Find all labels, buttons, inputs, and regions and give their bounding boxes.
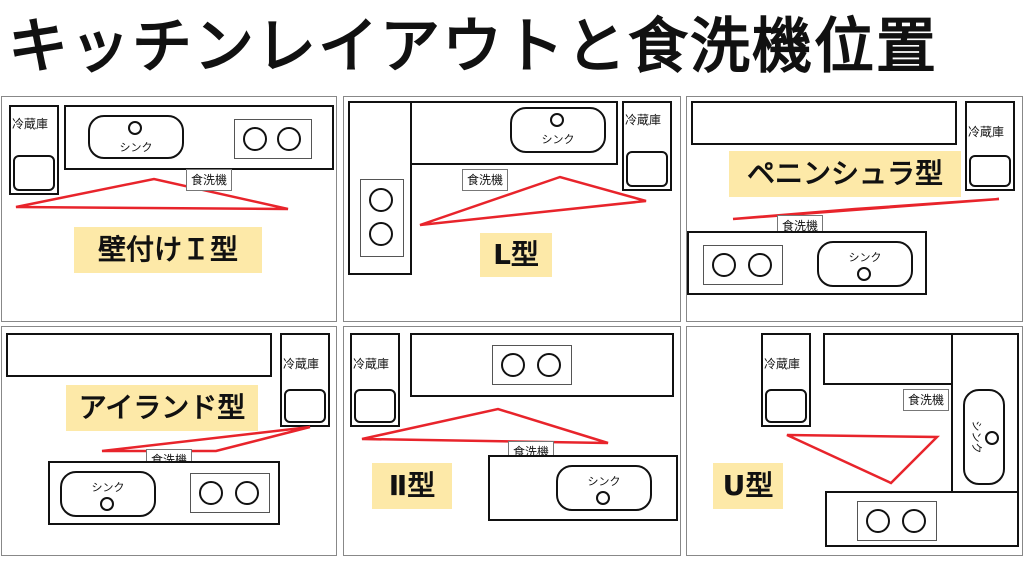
panel-l-layout: シンク 冷蔵庫 食洗機 L型 bbox=[343, 96, 681, 322]
work-triangle bbox=[786, 433, 940, 485]
fridge-drawer bbox=[13, 155, 55, 191]
counter bbox=[691, 101, 957, 145]
panel-wall-i-layout: 冷蔵庫 シンク 食洗機 壁付けＩ型 bbox=[1, 96, 337, 322]
burner bbox=[501, 353, 525, 377]
fridge-label: 冷蔵庫 bbox=[12, 117, 49, 131]
layout-name-tag: Ⅱ型 bbox=[372, 463, 452, 509]
work-triangle bbox=[361, 407, 609, 445]
fridge-label: 冷蔵庫 bbox=[968, 125, 1005, 139]
layout-name-tag: アイランド型 bbox=[66, 385, 258, 431]
fridge-drawer bbox=[969, 155, 1011, 187]
burner bbox=[866, 509, 890, 533]
sink: シンク bbox=[556, 465, 652, 511]
counter: シンク bbox=[64, 105, 334, 170]
layout-name-tag: L型 bbox=[480, 233, 552, 277]
sink: シンク bbox=[963, 389, 1005, 485]
sink-drain bbox=[857, 267, 871, 281]
sink-label: シンク bbox=[587, 475, 621, 488]
fridge-label: 冷蔵庫 bbox=[625, 113, 662, 127]
stove bbox=[492, 345, 572, 385]
burner bbox=[235, 481, 259, 505]
burner bbox=[277, 127, 301, 151]
fridge: 冷蔵庫 bbox=[350, 333, 400, 427]
sink-label: シンク bbox=[541, 133, 575, 146]
burner bbox=[712, 253, 736, 277]
counter: シンク bbox=[488, 455, 678, 521]
dishwasher: 食洗機 bbox=[462, 169, 508, 191]
fridge-label: 冷蔵庫 bbox=[764, 357, 801, 371]
page-title: キッチンレイアウトと食洗機位置 bbox=[8, 12, 938, 82]
fridge: 冷蔵庫 bbox=[9, 105, 59, 195]
sink: シンク bbox=[817, 241, 913, 287]
sink-drain bbox=[550, 113, 564, 127]
burner bbox=[369, 188, 393, 212]
burner bbox=[199, 481, 223, 505]
stove bbox=[857, 501, 937, 541]
counter: シンク bbox=[687, 231, 927, 295]
sink-drain bbox=[985, 431, 999, 445]
work-triangle bbox=[732, 197, 1000, 221]
stove bbox=[190, 473, 270, 513]
counter bbox=[410, 333, 674, 397]
panel-peninsula-layout: 冷蔵庫 ペニンシュラ型 食洗機 シンク bbox=[686, 96, 1023, 322]
stove bbox=[703, 245, 783, 285]
fridge: 冷蔵庫 bbox=[622, 101, 672, 191]
dishwasher: 食洗機 bbox=[903, 389, 949, 411]
work-triangle bbox=[419, 175, 647, 227]
sink-drain bbox=[596, 491, 610, 505]
burner bbox=[537, 353, 561, 377]
dishwasher: 食洗機 bbox=[186, 169, 232, 191]
sink: シンク bbox=[510, 107, 606, 153]
panel-island-layout: 冷蔵庫 アイランド型 食洗機 シンク bbox=[1, 326, 337, 556]
fridge-drawer bbox=[765, 389, 807, 423]
burner bbox=[243, 127, 267, 151]
panel-u-layout: 冷蔵庫 シンク 食洗機 U型 bbox=[686, 326, 1023, 556]
stove bbox=[360, 179, 404, 257]
counter bbox=[6, 333, 272, 377]
sink: シンク bbox=[60, 471, 156, 517]
fridge-label: 冷蔵庫 bbox=[283, 357, 320, 371]
sink-drain bbox=[100, 497, 114, 511]
work-triangle bbox=[15, 177, 289, 211]
burner bbox=[369, 222, 393, 246]
counter: シンク bbox=[48, 461, 280, 525]
fridge-drawer bbox=[354, 389, 396, 423]
stove bbox=[234, 119, 312, 159]
layout-name-tag: U型 bbox=[713, 463, 783, 509]
sink-drain bbox=[128, 121, 142, 135]
fridge-drawer bbox=[626, 151, 668, 187]
fridge: 冷蔵庫 bbox=[761, 333, 811, 427]
fridge-drawer bbox=[284, 389, 326, 423]
sink-label: シンク bbox=[91, 481, 125, 494]
fridge: 冷蔵庫 bbox=[280, 333, 330, 427]
burner bbox=[902, 509, 926, 533]
layout-name-tag: ペニンシュラ型 bbox=[729, 151, 961, 197]
sink-label: シンク bbox=[848, 251, 882, 264]
burner bbox=[748, 253, 772, 277]
sink: シンク bbox=[88, 115, 184, 159]
layout-name-tag: 壁付けＩ型 bbox=[74, 227, 262, 273]
fridge-label: 冷蔵庫 bbox=[353, 357, 390, 371]
fridge: 冷蔵庫 bbox=[965, 101, 1015, 191]
sink-label: シンク bbox=[119, 141, 153, 154]
panel-ii-layout: 冷蔵庫 食洗機 シンク Ⅱ型 bbox=[343, 326, 681, 556]
